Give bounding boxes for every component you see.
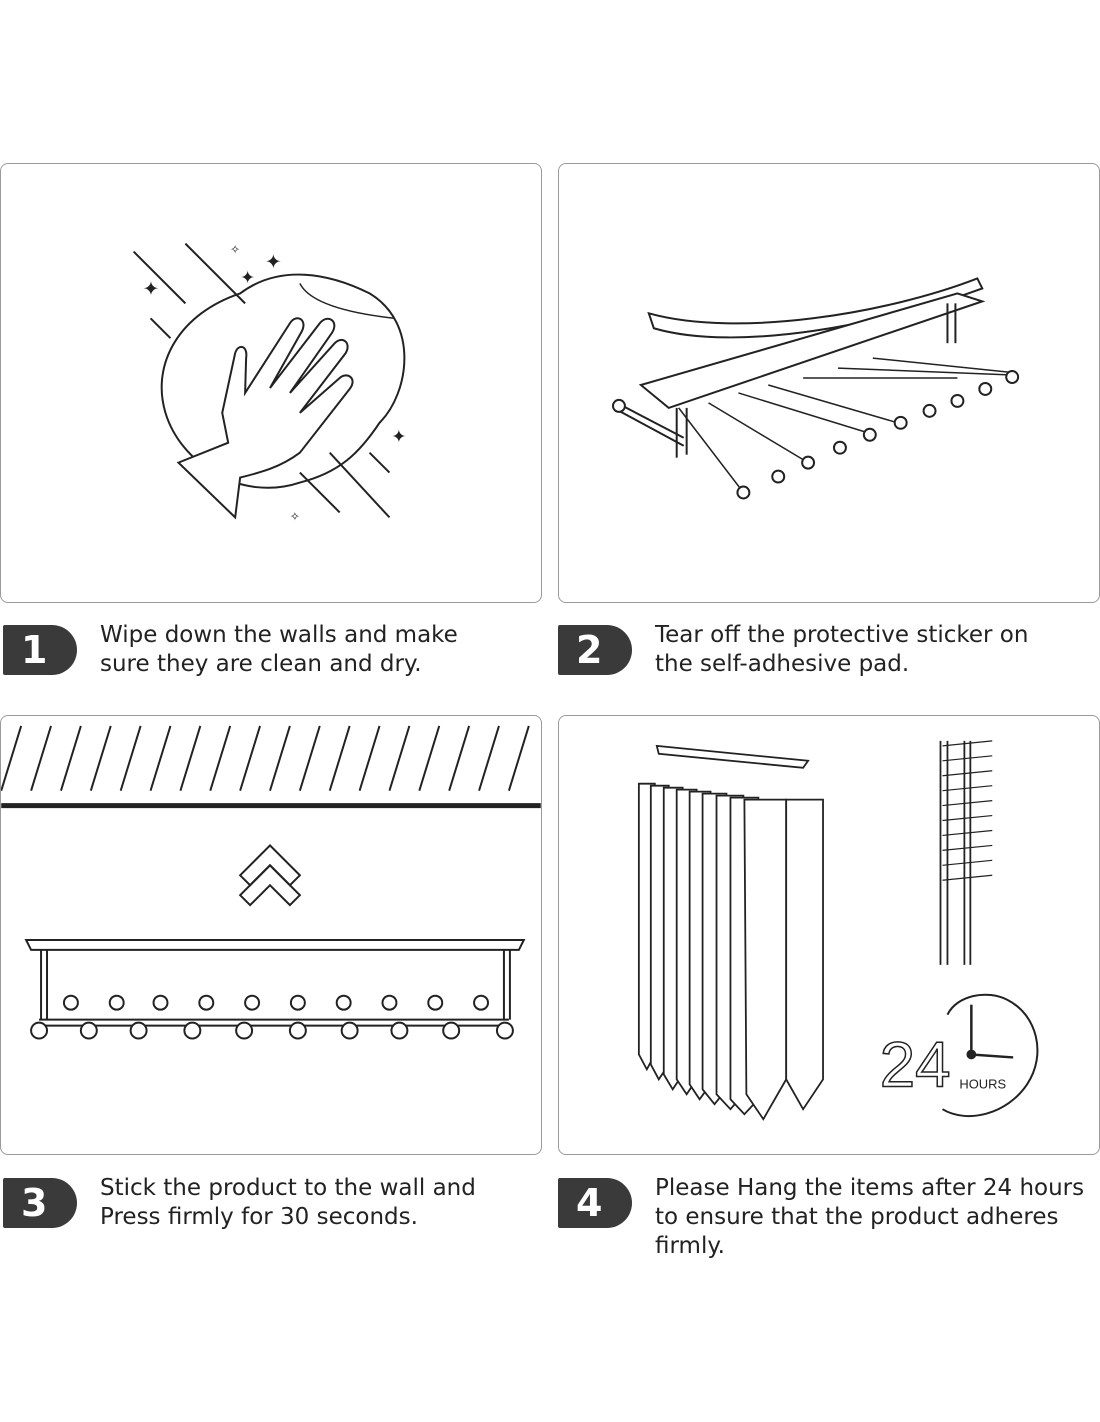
clock-number: 24 — [880, 1029, 951, 1100]
step-2-line-2: the self-adhesive pad. — [655, 651, 910, 677]
stick-to-wall-icon — [1, 725, 541, 1040]
step-4-line-3: firmly. — [655, 1233, 725, 1259]
svg-text:✧: ✧ — [290, 509, 300, 523]
step-1-badge: 1 — [3, 625, 77, 675]
step-4-text: Please Hang the items after 24 hours to e… — [655, 1174, 1100, 1261]
arrow-up-icon — [238, 844, 302, 907]
step-4-badge: 4 — [558, 1178, 632, 1228]
step-3-line-1: Stick the product to the wall and — [100, 1175, 476, 1201]
wipe-wall-hand-icon: ✦ ✦ ✦ ✧ ✦ ✧ — [132, 243, 406, 523]
clock-24-hours-icon: 24 HOURS — [879, 993, 1039, 1117]
clock-unit: HOURS — [959, 1076, 1006, 1091]
step-4-line-2: to ensure that the product adheres — [655, 1204, 1059, 1230]
step-4-line-1: Please Hang the items after 24 hours — [655, 1175, 1085, 1201]
step-1-line-1: Wipe down the walls and make — [100, 622, 458, 648]
step-1-illustration-panel: ✦ ✦ ✦ ✧ ✦ ✧ — [0, 163, 542, 603]
svg-text:✦: ✦ — [143, 277, 160, 300]
step-2-illustration-panel — [558, 163, 1100, 603]
step-1-line-2: sure they are clean and dry. — [100, 651, 422, 677]
step-3-line-2: Press firmly for 30 seconds. — [100, 1204, 418, 1230]
step-3-badge: 3 — [3, 1178, 77, 1228]
hang-items-icon: 24 HOURS — [637, 740, 1039, 1121]
peel-sticker-rack-icon — [611, 277, 1020, 500]
step-2-text: Tear off the protective sticker on the se… — [655, 621, 1100, 679]
step-2-line-1: Tear off the protective sticker on — [655, 622, 1029, 648]
step-1-text: Wipe down the walls and make sure they ar… — [100, 621, 550, 679]
step-2-badge: 2 — [558, 625, 632, 675]
step-4-illustration-panel: 24 HOURS — [558, 715, 1100, 1155]
svg-text:✦: ✦ — [240, 267, 255, 288]
svg-text:✦: ✦ — [391, 427, 406, 448]
step-3-illustration-panel — [0, 715, 542, 1155]
svg-text:✧: ✧ — [230, 243, 240, 257]
svg-text:✦: ✦ — [265, 251, 282, 274]
wall-hatch-icon — [1, 725, 530, 791]
